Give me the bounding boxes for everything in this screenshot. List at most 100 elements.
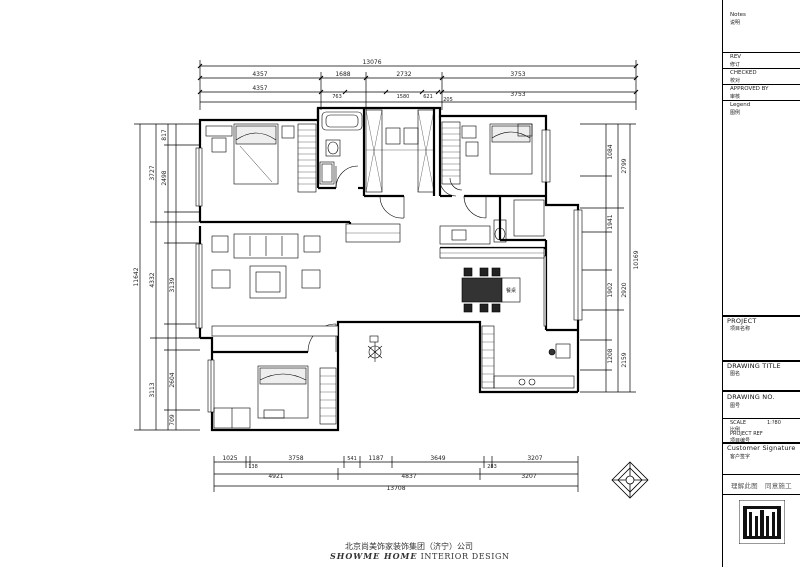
- dim-right-e: 1941: [607, 214, 614, 229]
- agree-label: 同意施工: [765, 482, 792, 490]
- dining-area: 餐桌: [439, 247, 545, 313]
- divider: [723, 494, 800, 495]
- drawing-title-label: DRAWING TITLE: [727, 362, 781, 370]
- checked-label: CHECKED: [730, 70, 757, 76]
- dim-left-b: 4332: [149, 272, 156, 287]
- right-dimension-lines: [580, 123, 636, 393]
- dim-right-g: 1208: [607, 348, 614, 363]
- customer-signature-label-cn: 客户签字: [730, 454, 751, 460]
- bottom-dimension-lines: [213, 456, 579, 492]
- title-block: Notes 说明 REV 修订 CHECKED 校对 APPROVED BY 审…: [722, 0, 800, 567]
- dim-top-h: 621: [423, 94, 433, 100]
- north-compass-icon: [611, 461, 649, 499]
- divider: [723, 360, 800, 362]
- drawing-no-label-cn: 图号: [730, 403, 741, 409]
- dim-bot-e: 1187: [368, 455, 383, 462]
- dim-top-g: 1580: [397, 94, 410, 100]
- dim-bot-i: 4921: [268, 473, 283, 480]
- company-brand-line: SHOWME HOME INTERIOR DESIGN: [330, 551, 510, 561]
- dim-left-a: 3727: [149, 165, 156, 180]
- project-label-cn: 项目名称: [730, 326, 751, 332]
- dim-bot-d: 541: [347, 456, 357, 462]
- bathroom-2: [439, 199, 545, 245]
- company-logo: [739, 500, 785, 544]
- dim-top-a: 4357: [252, 71, 267, 78]
- dim-top-f: 763: [332, 94, 342, 100]
- divider: [723, 100, 800, 101]
- dim-bot-a: 1025: [222, 455, 237, 462]
- bottom-dimension-text: 1025 138 3758 541 1187 3649 283 3207 492…: [222, 455, 542, 492]
- dim-bot-k: 3207: [521, 473, 536, 480]
- dim-right-a: 2799: [621, 158, 628, 173]
- divider: [723, 442, 800, 444]
- dim-top-c: 2732: [396, 71, 411, 78]
- drawing-no-label: DRAWING NO.: [727, 393, 775, 401]
- dim-left-c: 3113: [149, 382, 156, 397]
- dim-bot-f: 3649: [430, 455, 445, 462]
- scale-value: 1:?80: [767, 420, 781, 426]
- notes-label: Notes: [730, 12, 746, 18]
- dim-left-total: 11642: [133, 267, 140, 286]
- dim-top-d: 3753: [510, 71, 525, 78]
- left-dimension-lines: [134, 123, 200, 431]
- divider: [723, 390, 800, 392]
- living-room: [211, 223, 401, 337]
- dim-right-f: 1902: [607, 282, 614, 297]
- dim-right-d: 1084: [607, 144, 614, 159]
- legend-label: Legend: [730, 102, 751, 108]
- central-closet: [365, 109, 435, 193]
- left-dimension-text: 11642 3727 4332 3113 817 2498 3139 2604 …: [133, 129, 176, 426]
- customer-signature-label: Customer Signature: [727, 444, 796, 452]
- checked-label-cn: 校对: [730, 78, 741, 84]
- dim-top-b: 1688: [335, 71, 350, 78]
- dining-table-tag: 餐桌: [506, 287, 516, 294]
- dim-right-c: 2159: [621, 352, 628, 367]
- third-bedroom: [213, 365, 337, 429]
- understand-label: 理解此图: [731, 482, 758, 490]
- kitchen: [481, 325, 575, 389]
- divider: [723, 52, 800, 53]
- scale-label-cn: 比例: [730, 427, 741, 433]
- rev-label: REV: [730, 54, 742, 60]
- divider: [723, 474, 800, 475]
- dim-left-f: 3139: [169, 277, 176, 292]
- dim-bot-c: 3758: [288, 455, 303, 462]
- dim-right-total: 10169: [633, 250, 640, 269]
- dim-left-h: 709: [169, 414, 176, 426]
- dim-left-d: 817: [161, 129, 168, 141]
- project-label: PROJECT: [727, 317, 757, 325]
- windows: [195, 129, 583, 413]
- dim-left-e: 2498: [161, 170, 168, 185]
- master-bedroom: [205, 123, 317, 193]
- dim-left-g: 2604: [169, 372, 176, 387]
- dim-bot-j: 4837: [401, 473, 416, 480]
- dim-top-total: 13076: [362, 59, 381, 66]
- plant-decoration: [367, 335, 383, 362]
- top-dimension-lines: [197, 60, 639, 110]
- drawing-title-label-cn: 图名: [730, 371, 741, 377]
- company-name-cn: 北京尚美饰家装饰集团（济宁）公司: [345, 542, 473, 551]
- right-dimension-text: 10169 2799 2920 2159 1084 1941 1902 1208: [607, 144, 640, 367]
- approved-label: APPROVED BY: [730, 86, 769, 92]
- project-ref-label-cn: 项目编号: [730, 438, 751, 444]
- brand-name: SHOWME HOME: [330, 551, 418, 561]
- dim-top-e: 4357: [252, 85, 267, 92]
- divider: [723, 84, 800, 85]
- dim-bot-total: 13708: [386, 485, 405, 492]
- design-tagline: INTERIOR DESIGN: [420, 552, 510, 561]
- dim-top-i: 205: [443, 97, 453, 103]
- notes-label-cn: 说明: [730, 20, 741, 26]
- walls: [198, 106, 580, 432]
- divider: [723, 315, 800, 317]
- dim-right-b: 2920: [621, 282, 628, 297]
- doors: [307, 165, 487, 353]
- dim-bot-g: 283: [487, 464, 497, 470]
- legend-label-cn: 图例: [730, 110, 741, 116]
- divider: [723, 68, 800, 69]
- bathroom-1: [319, 111, 363, 185]
- approved-label-cn: 审核: [730, 94, 741, 100]
- dim-bot-h: 3207: [527, 455, 542, 462]
- dim-top-j: 3753: [510, 91, 525, 98]
- second-bedroom: [441, 121, 533, 185]
